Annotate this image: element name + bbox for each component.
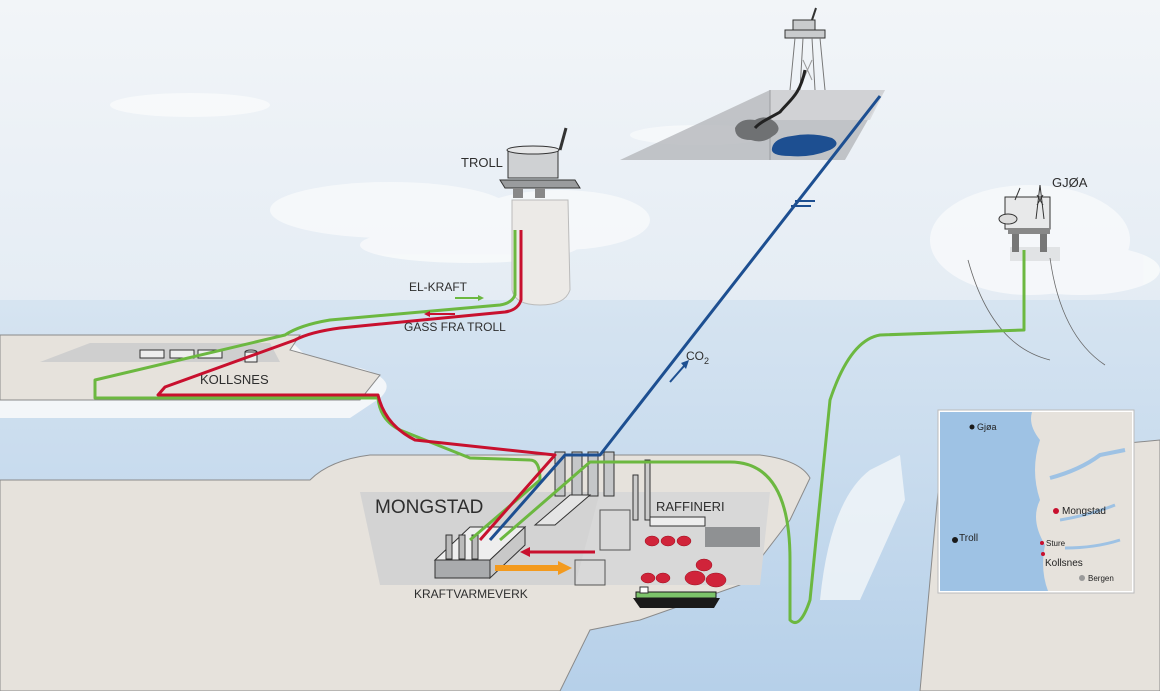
map-label-sture: Sture — [1046, 539, 1066, 548]
el-kraft-label: EL-KRAFT — [409, 280, 468, 294]
raffineri-label: RAFFINERI — [656, 499, 725, 514]
inset-map: Gjøa Troll Mongstad Sture Kollsnes Berge… — [937, 409, 1135, 594]
heat-arrow — [558, 561, 572, 575]
troll-label: TROLL — [461, 155, 503, 170]
tanker-ship — [633, 586, 720, 608]
kollsnes-label: KOLLSNES — [200, 372, 269, 387]
mongstad-label: MONGSTAD — [375, 497, 483, 518]
map-marker-troll — [952, 537, 958, 543]
power-line-troll — [93, 230, 542, 542]
map-marker-gjoa — [969, 424, 975, 430]
flow-arrows — [424, 295, 689, 575]
fjord-shore — [820, 455, 905, 600]
gas-well-line — [753, 69, 807, 130]
gas-line-troll — [156, 230, 557, 541]
map-marker-mongstad — [1053, 508, 1059, 514]
gas-reservoir-blob — [735, 117, 779, 142]
co2-label: CO2 — [686, 349, 709, 366]
map-label-gjoa: Gjøa — [977, 422, 997, 432]
storage-tanks — [640, 535, 727, 588]
map-marker-sture — [1040, 541, 1044, 545]
refinery-to-plant-arrow — [520, 547, 530, 557]
kraftvarmeverk-label: KRAFTVARMEVERK — [414, 587, 528, 601]
troll-platform — [499, 127, 581, 306]
gjoa-mooring-line — [1049, 257, 1106, 366]
storage-reservoir-plane — [620, 90, 885, 160]
map-label-troll: Troll — [959, 533, 978, 544]
power-line-gjoa — [499, 250, 1026, 624]
map-marker-kollsnes — [1041, 552, 1045, 556]
el-kraft-arrow — [478, 295, 484, 301]
map-label-bergen: Bergen — [1088, 574, 1114, 583]
gass-fra-troll-label: GASS FRA TROLL — [404, 320, 506, 334]
refinery-structures — [533, 451, 760, 586]
map-label-mongstad: Mongstad — [1062, 506, 1106, 517]
co2-line — [488, 95, 882, 541]
gas-arrow — [424, 311, 430, 317]
inset-map-coast — [1031, 412, 1132, 591]
storage-platform — [784, 7, 826, 91]
map-label-kollsnes: Kollsnes — [1045, 558, 1083, 569]
gjoa-label: GJØA — [1052, 175, 1088, 190]
co2-arrow — [681, 360, 689, 369]
gjoa-mooring-line — [967, 259, 1051, 361]
pipelines — [93, 95, 1026, 624]
map-marker-bergen — [1079, 575, 1085, 581]
co2-storage-blob — [771, 134, 837, 157]
